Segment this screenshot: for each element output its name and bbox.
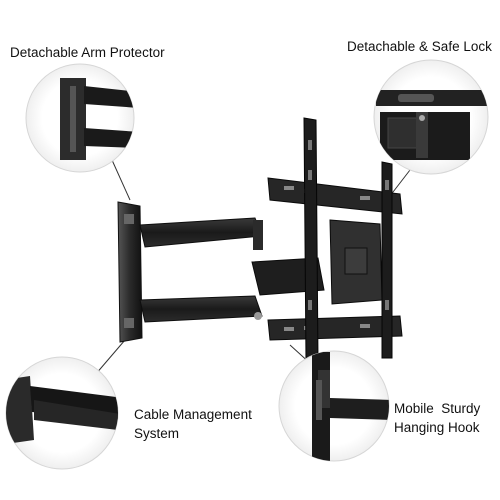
leader-line-arm (111, 159, 131, 201)
callout-label-hook-line1: Mobile Sturdy (394, 401, 481, 416)
callout-label-cable-line2: System (134, 426, 180, 441)
zoom-arm-protector (25, 63, 135, 173)
zoom-cable-management (5, 356, 119, 470)
lower-arm (139, 295, 263, 323)
callout-label-hanging-hook: Mobile Sturdy Hanging Hook (394, 399, 480, 437)
callout-label-cable-line1: Cable Management (134, 407, 252, 422)
upper-arm (139, 217, 263, 250)
tv-bracket (267, 117, 403, 361)
callout-label-cable-management: Cable Management System (134, 405, 252, 443)
callout-label-hook-line2: Hanging Hook (394, 420, 480, 435)
zoom-hanging-hook (278, 350, 390, 462)
zoom-safe-lock (373, 59, 489, 175)
callout-label-safe-lock: Detachable & Safe Lock (347, 39, 492, 54)
wall-plate (117, 201, 143, 343)
callout-label-arm-protector: Detachable Arm Protector (10, 45, 165, 60)
leader-line-cable (94, 339, 126, 376)
